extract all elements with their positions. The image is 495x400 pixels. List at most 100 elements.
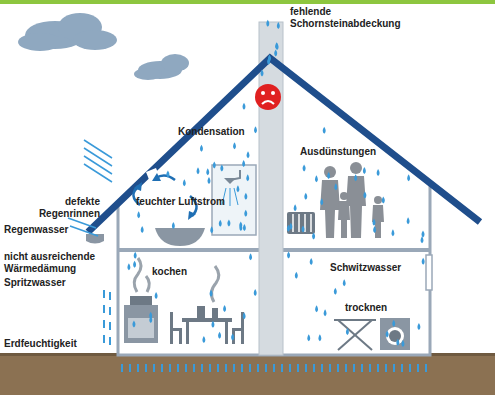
water-drop: [277, 22, 280, 29]
water-drop: [320, 198, 323, 205]
water-drop: [386, 331, 389, 338]
water-drop: [392, 320, 395, 327]
water-drop: [382, 196, 385, 203]
ground-moisture: [313, 364, 315, 372]
water-drop: [407, 217, 410, 224]
water-drop: [373, 219, 376, 226]
callout-label: Spritzwasser: [4, 277, 66, 289]
water-drop: [141, 226, 144, 233]
callout-label: defekte Regenrinnen: [30, 196, 100, 220]
water-drop: [254, 289, 257, 296]
water-drop: [149, 312, 152, 319]
water-drop: [134, 252, 137, 259]
water-drop: [318, 334, 321, 341]
water-drop: [276, 43, 279, 50]
ground-moisture: [329, 364, 331, 372]
ground-moisture: [401, 364, 403, 372]
water-drop: [396, 339, 399, 346]
water-drop: [183, 179, 186, 186]
water-drop: [346, 328, 349, 335]
ground-moisture: [257, 364, 259, 372]
ground-moisture: [137, 364, 139, 372]
callout-label: nicht ausreichende Wärmedämung: [4, 251, 100, 275]
ground-moisture: [209, 364, 211, 372]
water-drop: [249, 253, 252, 260]
ground-moisture: [361, 364, 363, 372]
water-drop: [295, 272, 298, 279]
water-drop: [363, 191, 366, 198]
water-drop: [312, 233, 315, 240]
callout-label: kochen: [152, 266, 187, 278]
ground-moisture: [385, 364, 387, 372]
water-drop: [324, 309, 327, 316]
water-drop: [244, 193, 247, 200]
water-drop: [417, 323, 420, 330]
water-drop: [334, 183, 337, 190]
ground-moisture: [377, 364, 379, 372]
callout-label: Regenwasser: [4, 224, 68, 236]
water-drop: [315, 175, 318, 182]
water-drop: [310, 258, 313, 265]
ground-moisture: [305, 364, 307, 372]
ground-moisture: [417, 364, 419, 372]
ground-moisture: [129, 364, 131, 372]
water-drop: [206, 168, 209, 175]
water-drop: [223, 305, 226, 312]
water-drop: [401, 340, 404, 347]
water-drop: [287, 225, 290, 232]
ground-moisture: [265, 364, 267, 372]
water-drop: [343, 279, 346, 286]
water-drop: [236, 185, 239, 192]
callout-label: Erdfeuchtigkeit: [4, 338, 77, 350]
water-drop: [302, 226, 305, 233]
callout-label: trocknen: [345, 302, 387, 314]
water-drop: [239, 224, 242, 231]
water-drop: [334, 288, 337, 295]
water-drop: [422, 258, 425, 265]
water-drop: [266, 20, 269, 27]
ground-moisture: [225, 364, 227, 372]
water-drop: [407, 174, 410, 181]
water-drop: [304, 193, 307, 200]
water-drop: [210, 226, 213, 233]
water-drop: [307, 334, 310, 341]
ground-moisture: [241, 364, 243, 372]
water-drop: [354, 174, 357, 181]
water-drop: [155, 292, 158, 299]
water-drop: [303, 164, 306, 171]
water-drop: [274, 50, 277, 57]
ground-moisture: [281, 364, 283, 372]
ground-moisture: [249, 364, 251, 372]
water-drop: [211, 321, 214, 328]
ground-moisture: [145, 364, 147, 372]
ground-moisture: [273, 364, 275, 372]
water-drop: [268, 55, 271, 62]
ground-moisture: [321, 364, 323, 372]
ground-moisture: [369, 364, 371, 372]
water-drop: [373, 226, 376, 233]
water-drop: [244, 210, 247, 217]
water-drop: [207, 177, 210, 184]
ground-moisture: [337, 364, 339, 372]
water-drop: [363, 167, 366, 174]
water-drop: [261, 69, 264, 76]
ground-moisture: [233, 364, 235, 372]
ground-moisture: [169, 364, 171, 372]
water-drop: [327, 172, 330, 179]
water-drop: [202, 336, 205, 343]
water-drop: [421, 236, 424, 243]
ground-moisture: [185, 364, 187, 372]
water-drop: [294, 204, 297, 211]
ground-moisture: [201, 364, 203, 372]
water-drop: [227, 220, 230, 227]
ground-moisture: [409, 364, 411, 372]
water-drop: [219, 220, 222, 227]
water-drop: [315, 305, 318, 312]
ground-moisture: [121, 364, 123, 372]
ground-moisture: [161, 364, 163, 372]
callout-label: fehlende Schornsteinabdeckung: [290, 6, 385, 30]
water-drop: [275, 42, 278, 49]
water-drop: [210, 290, 213, 297]
